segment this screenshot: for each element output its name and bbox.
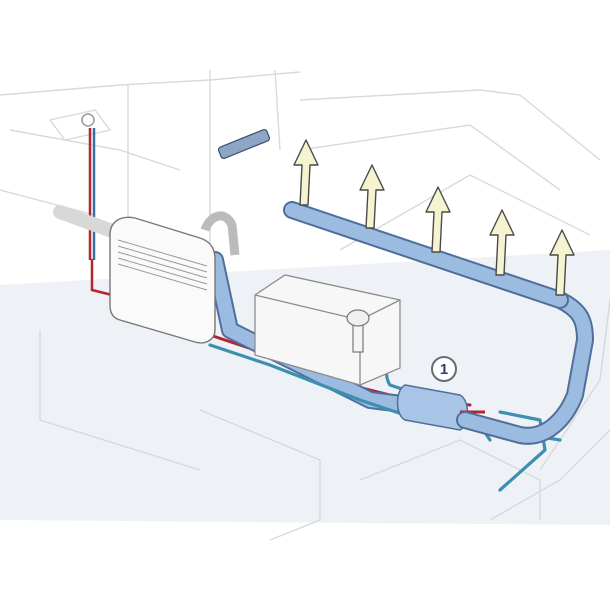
cabin-outline	[0, 69, 610, 541]
rear-duct	[53, 205, 122, 239]
outlet-manifold-duct	[283, 201, 569, 309]
warm-air-arrow-icon	[489, 209, 515, 276]
warm-air-arrow-icon	[293, 139, 319, 206]
warm-air-arrow-icon	[359, 164, 385, 229]
wall-mounted-heater	[109, 211, 240, 344]
warm-air-arrows	[293, 139, 575, 296]
vertical-wiring	[81, 113, 96, 260]
control-panel	[217, 129, 271, 159]
callout-heater-unit: 1	[431, 356, 457, 382]
return-duct	[456, 291, 594, 445]
warm-air-arrow-icon	[425, 186, 451, 253]
warm-air-arrow-icon	[549, 229, 575, 296]
fuel-filler-cap	[346, 309, 370, 353]
